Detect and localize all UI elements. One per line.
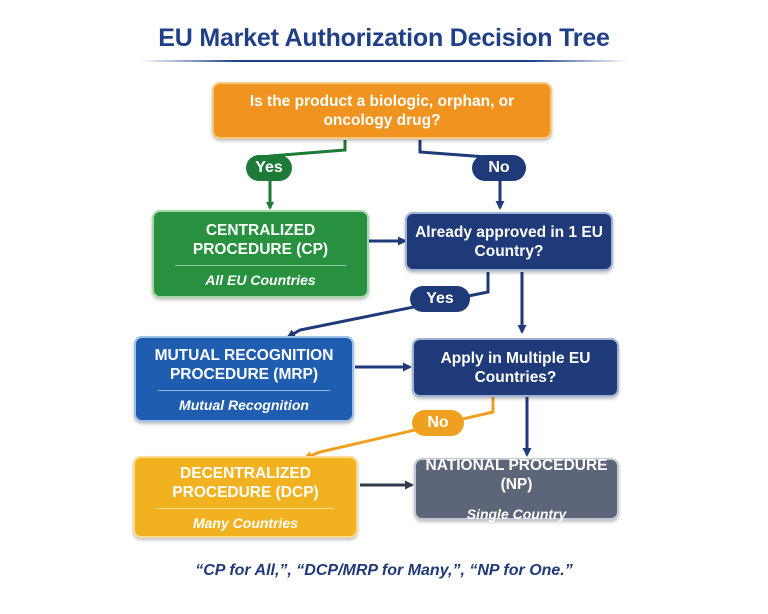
edge-multiple-no (303, 397, 495, 460)
edge-label-yes-2: Yes (410, 286, 470, 312)
dcp-subtitle: Many Countries (192, 514, 298, 531)
centralized-procedure-node: CENTRALIZED PROCEDURE (CP) All EU Countr… (152, 210, 369, 298)
national-procedure-node: NATIONAL PROCEDURE (NP) Single Country (414, 457, 619, 522)
edge-approved-yes (286, 272, 490, 339)
question-approved-node: Already approved in 1 EU Country? (405, 212, 613, 271)
question-biologic-text: Is the product a biologic, orphan, or on… (249, 92, 515, 129)
mrp-divider (157, 389, 331, 391)
dcp-title: DECENTRALIZED PROCEDURE (DCP) (172, 464, 319, 501)
footer-mnemonic: “CP for All,”, “DCP/MRP for Many,”, “NP … (195, 562, 573, 579)
question-multiple-node: Apply in Multiple EU Countries? (412, 338, 619, 397)
edge-q1-no (418, 140, 505, 210)
cp-title: CENTRALIZED PROCEDURE (CP) (192, 221, 329, 258)
mrp-subtitle: Mutual Recognition (179, 396, 309, 413)
question-multiple-text: Apply in Multiple EU Countries? (440, 349, 591, 386)
np-title: NATIONAL PROCEDURE (NP) (425, 457, 608, 493)
diagram-title: EU Market Authorization Decision Tree (158, 24, 610, 52)
cp-divider (175, 264, 346, 266)
edge-label-yes-1: Yes (246, 155, 292, 181)
question-biologic-node: Is the product a biologic, orphan, or on… (212, 82, 552, 139)
edge-label-no-1: No (472, 155, 526, 181)
mutual-recognition-node: MUTUAL RECOGNITION PROCEDURE (MRP) Mutua… (134, 336, 354, 422)
edge-label-no-2: No (412, 410, 464, 436)
decentralized-procedure-node: DECENTRALIZED PROCEDURE (DCP) Many Count… (133, 456, 358, 538)
question-approved-text: Already approved in 1 EU Country? (415, 223, 603, 260)
np-subtitle: Single Country (466, 506, 567, 522)
cp-subtitle: All EU Countries (205, 271, 316, 288)
mrp-title: MUTUAL RECOGNITION PROCEDURE (MRP) (154, 346, 334, 383)
title-underline (140, 60, 628, 62)
dcp-divider (157, 507, 334, 509)
edge-q1-yes (266, 140, 347, 210)
